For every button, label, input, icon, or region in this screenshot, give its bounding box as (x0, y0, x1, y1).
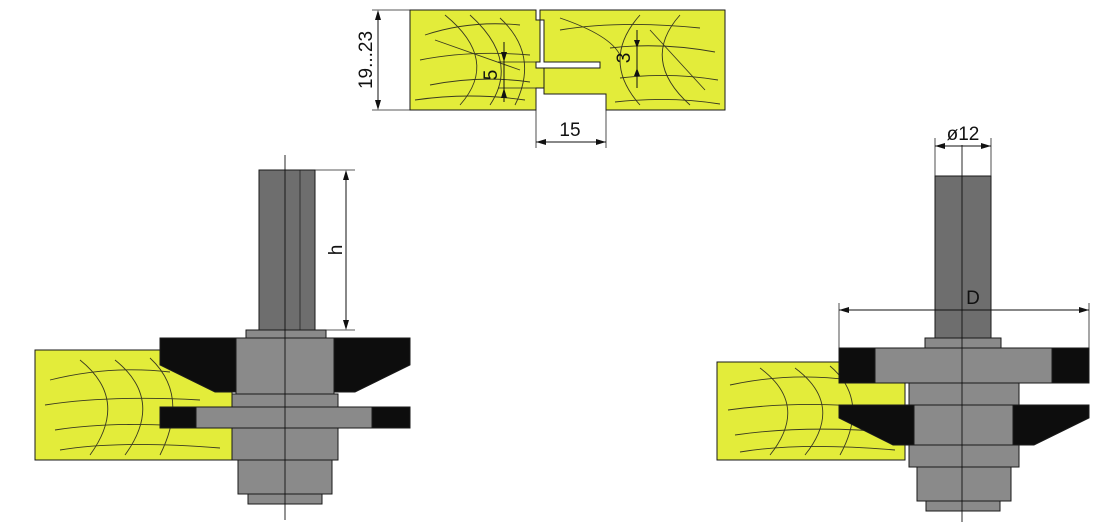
dim-thickness: 19...23 (356, 9, 410, 111)
right-hub (908, 444, 1020, 468)
right-lower-blade-right (1012, 404, 1090, 446)
dim-h-label: h (326, 245, 347, 256)
right-shank (934, 175, 992, 339)
dim-lip-label: 3 (614, 53, 635, 64)
left-shank (258, 169, 316, 331)
right-collar-top (924, 337, 1002, 349)
right-lower-body (913, 404, 1014, 446)
dim-h: h (315, 169, 355, 331)
right-spacer (908, 382, 1020, 406)
dim-tongue: 5 (481, 42, 536, 102)
dim-shank-diameter: ø12 (934, 124, 992, 176)
left-cutter: h (34, 155, 411, 520)
dim-thickness-label: 19...23 (356, 31, 377, 89)
left-lower-disc (195, 406, 373, 429)
dim-cutter-diameter: D (838, 288, 1090, 348)
left-lower-blade-right (371, 406, 411, 429)
right-upper-disc (874, 347, 1053, 384)
joint-detail: 19...23 5 3 15 (356, 9, 726, 148)
left-lower-blade-left (159, 406, 197, 429)
right-upper-blade-left (838, 347, 876, 384)
dim-cutter-diameter-label: D (966, 288, 980, 309)
right-nut (925, 500, 1001, 512)
joint-grain-left (414, 14, 531, 106)
dim-shank-diameter-label: ø12 (947, 124, 980, 145)
right-upper-blade-right (1051, 347, 1090, 384)
right-lower-blade-left (838, 404, 915, 446)
right-cutter: ø12 D (716, 124, 1090, 522)
dim-tongue-label: 5 (481, 70, 502, 81)
dim-depth: 15 (535, 88, 607, 148)
dim-lip: 3 (614, 30, 640, 88)
right-bearing (916, 466, 1012, 502)
joint-grain-right (559, 14, 721, 106)
left-upper-blade (159, 337, 237, 393)
left-upper-blade-right (333, 337, 411, 393)
dim-depth-label: 15 (559, 120, 580, 141)
